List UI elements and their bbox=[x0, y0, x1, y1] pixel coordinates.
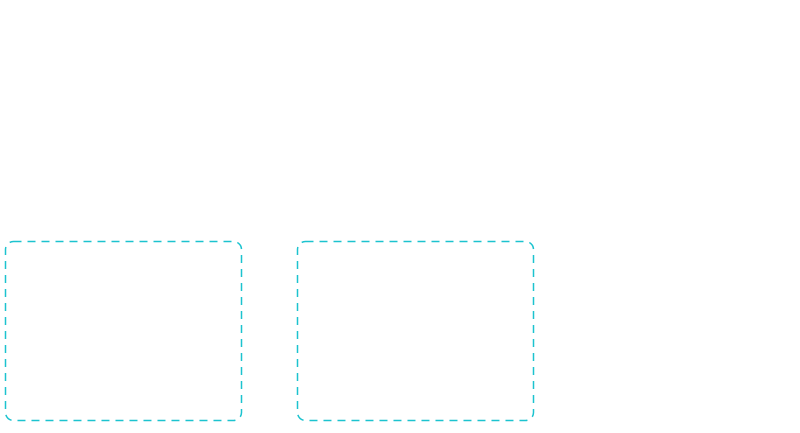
drop-zone-1[interactable] bbox=[4, 240, 243, 422]
drop-zone-2-border bbox=[296, 240, 535, 422]
drop-zone-1-border bbox=[4, 240, 243, 422]
drop-zone-2[interactable] bbox=[296, 240, 535, 422]
